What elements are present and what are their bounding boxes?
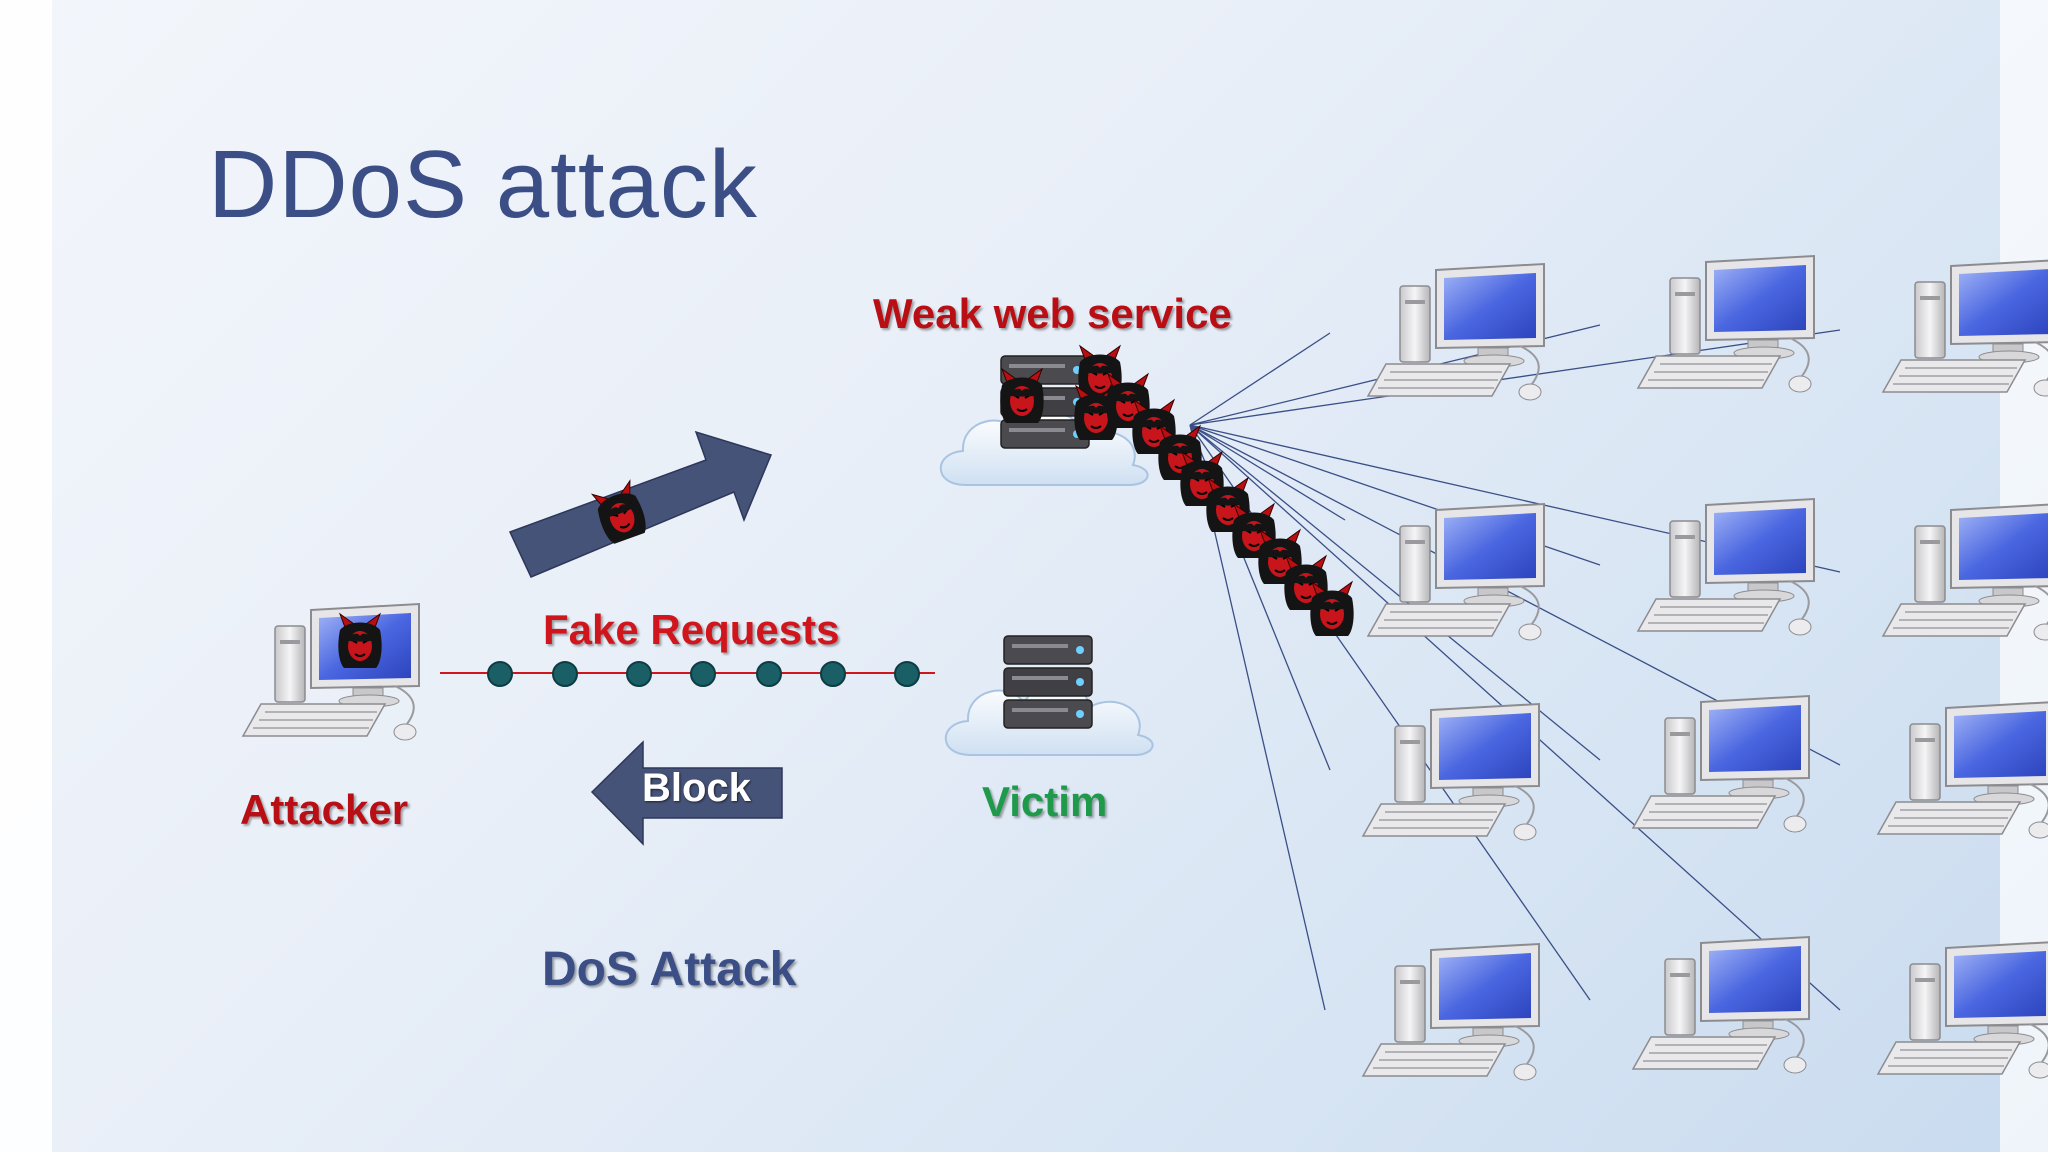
request-packet (894, 661, 920, 687)
left-edge (0, 0, 52, 1152)
dos-attack-caption: DoS Attack (542, 943, 797, 996)
fake-request-line (440, 661, 935, 687)
victim-node (944, 635, 1154, 756)
zombie-computers (1362, 255, 2048, 1081)
botnet-links (1189, 324, 1841, 1011)
attacker-node (242, 603, 420, 741)
victim-label: Victim (982, 778, 1108, 825)
computer-icon (1362, 703, 1540, 841)
computer-icon (1632, 695, 1810, 833)
computer-icon (1877, 701, 2048, 839)
request-packet (756, 661, 782, 687)
computer-icon (1882, 259, 2048, 397)
block-label: Block (642, 766, 751, 810)
computer-icon (1362, 943, 1540, 1081)
computer-icon (1637, 255, 1815, 393)
request-packet (690, 661, 716, 687)
computer-icon (1877, 941, 2048, 1079)
request-packet (552, 661, 578, 687)
request-packet (820, 661, 846, 687)
devil-icon (1309, 581, 1355, 637)
computer-icon (1882, 503, 2048, 641)
request-packet (626, 661, 652, 687)
computer-icon (1367, 503, 1545, 641)
weak-service-label: Weak web service (873, 290, 1232, 337)
computer-icon (242, 603, 420, 741)
arrow-left-icon (590, 740, 783, 846)
server-icon (1003, 635, 1093, 729)
fake-requests-label: Fake Requests (543, 606, 840, 653)
computer-icon (1637, 498, 1815, 636)
computer-icon (1367, 263, 1545, 401)
attacker-label: Attacker (240, 786, 409, 833)
request-packet (487, 661, 513, 687)
slide-title: DDoS attack (208, 131, 758, 238)
computer-icon (1632, 936, 1810, 1074)
arrow-right-icon (508, 430, 773, 578)
